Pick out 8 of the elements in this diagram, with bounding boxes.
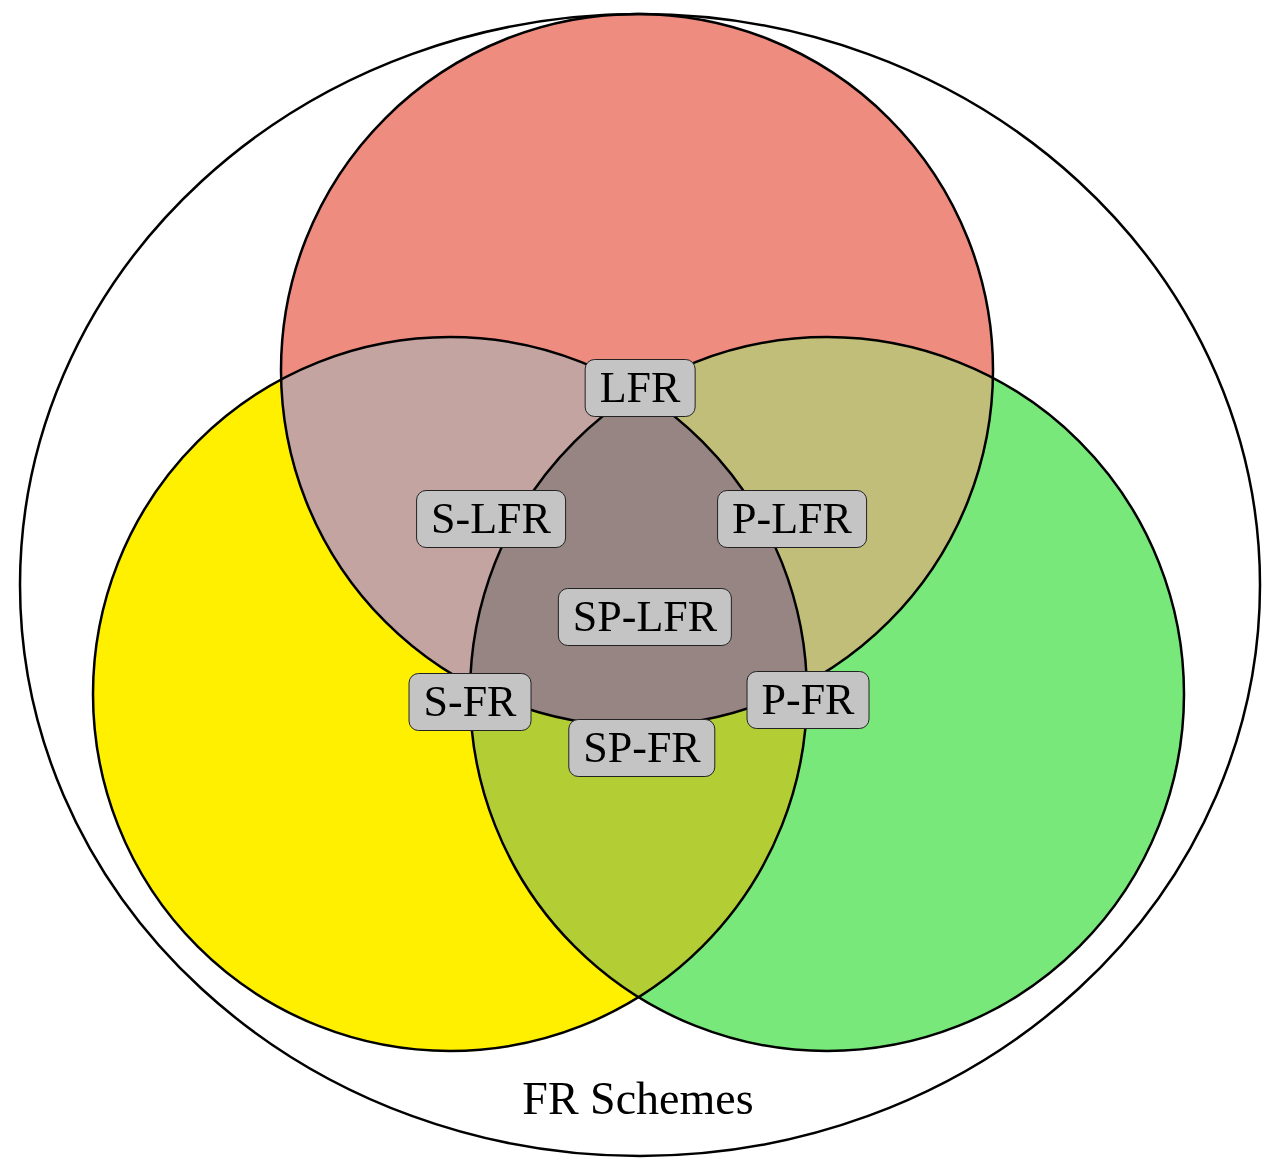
region-label: S-FR bbox=[408, 673, 532, 731]
region-label: SP-FR bbox=[568, 719, 716, 777]
region-label: P-FR bbox=[746, 671, 870, 729]
set-title: FR Schemes bbox=[522, 1071, 754, 1125]
region-label: LFR bbox=[584, 359, 696, 417]
region-label: SP-LFR bbox=[557, 588, 733, 646]
region-label: P-LFR bbox=[717, 490, 867, 548]
region-label: S-LFR bbox=[416, 490, 566, 548]
